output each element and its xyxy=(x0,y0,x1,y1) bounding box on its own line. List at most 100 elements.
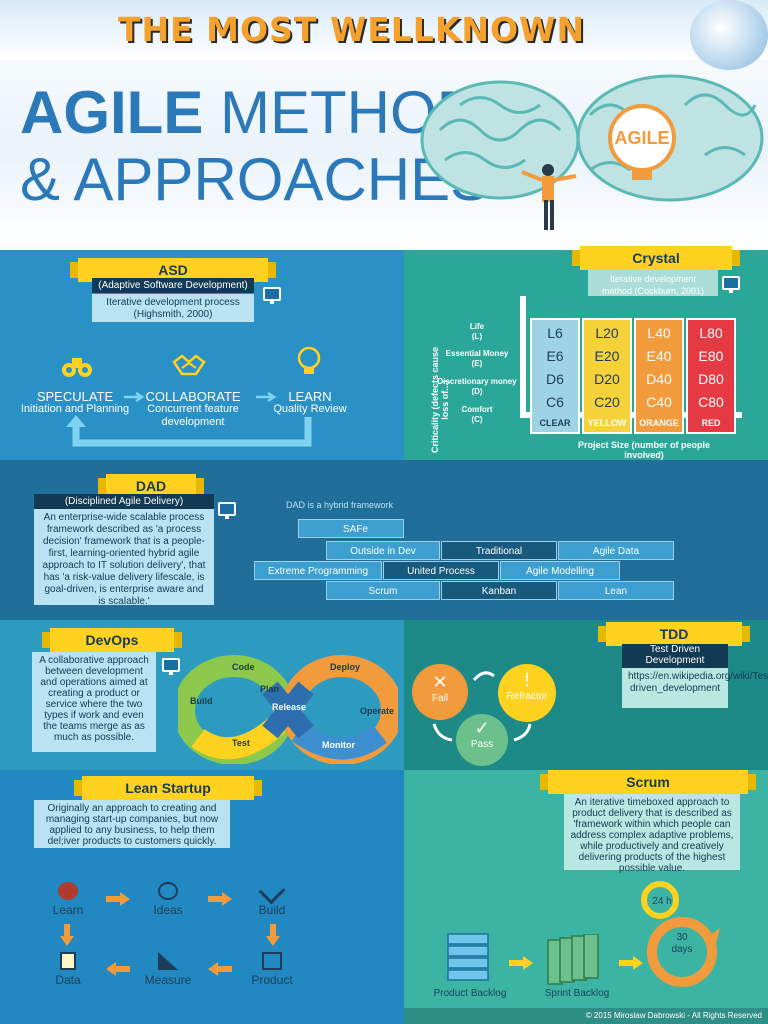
lightbulb-icon xyxy=(158,882,178,900)
sprint-length-value: 30 xyxy=(676,932,688,943)
tools-icon xyxy=(258,877,286,905)
lean-measure: Measure xyxy=(136,948,200,990)
crystal-column-label: ORANGE xyxy=(639,418,679,428)
arrow-down-icon xyxy=(60,924,74,946)
ruler-icon xyxy=(158,952,178,970)
crystal-cell: C20 xyxy=(594,394,620,410)
asd-step-detail: Quality Review xyxy=(273,403,347,415)
devops-stage-code: Code xyxy=(232,662,255,672)
devops-title: DevOps xyxy=(42,628,182,652)
crystal-column-orange xyxy=(634,318,684,434)
brain-folds-left xyxy=(438,96,562,169)
sprint-backlog-icon xyxy=(547,934,599,985)
arrow-right-icon xyxy=(106,892,130,906)
check-icon: ✓ xyxy=(474,718,490,738)
curved-arrow-icon xyxy=(432,723,453,742)
row-code: (D) xyxy=(471,387,483,396)
lean-description: Originally an approach to creating and m… xyxy=(34,800,230,848)
crystal-cell: D6 xyxy=(546,371,564,387)
framework-outside-in-dev: Outside in Dev xyxy=(326,541,440,560)
devops-stage-test: Test xyxy=(232,738,250,748)
lean-ideas: Ideas xyxy=(136,878,200,920)
header: THE MOST WELLKNOWN AGILE METHODS & APPRO… xyxy=(0,0,768,250)
lean-learn: Learn xyxy=(36,878,100,920)
product-backlog-label: Product Backlog xyxy=(433,988,507,999)
asd-step-name: SPECULATE xyxy=(36,389,114,404)
tdd-pass-label: Pass xyxy=(470,739,494,750)
dad-panel: DAD (Disciplined Agile Delivery) An ente… xyxy=(0,460,768,620)
crystal-title: Crystal xyxy=(572,246,740,270)
handshake-icon xyxy=(172,354,206,376)
crystal-cell: E40 xyxy=(646,348,672,364)
devops-loop-release xyxy=(262,681,314,739)
title-bold-word: AGILE xyxy=(20,79,204,146)
crystal-cell: L20 xyxy=(595,325,619,341)
row-name: Comfort xyxy=(461,405,493,414)
crystal-cell: D80 xyxy=(698,371,724,387)
crystal-column-yellow xyxy=(582,318,632,434)
arrow-left-icon xyxy=(106,962,130,976)
crystal-y-axis-line xyxy=(520,296,526,416)
row-name: Essential Money xyxy=(445,349,509,358)
lean-data: Data xyxy=(36,948,100,990)
copyright-text: © 2015 Miroslaw Dabrowski - All Rights R… xyxy=(585,1011,762,1020)
asd-subtitle: (Adaptive Software Development) xyxy=(92,278,254,293)
row-code: (C) xyxy=(471,415,483,424)
daily-cycle-label: 24 h xyxy=(652,896,672,907)
crystal-cell: L80 xyxy=(699,325,723,341)
framework-agile-modelling: Agile Modelling xyxy=(500,561,620,580)
dad-description: An enterprise-wide scalable process fram… xyxy=(34,509,214,607)
crystal-cell: E80 xyxy=(698,348,724,364)
tdd-title: TDD xyxy=(598,622,750,646)
title-top: THE MOST WELLKNOWN xyxy=(118,10,586,49)
brain-icon xyxy=(58,882,78,900)
sprint-backlog-label: Sprint Backlog xyxy=(544,988,610,999)
footer-bar: © 2015 Miroslaw Dabrowski - All Rights R… xyxy=(404,1008,768,1024)
asd-step-speculate: SPECULATE Initiation and Planning xyxy=(20,390,130,416)
tdd-pass: ✓ Pass xyxy=(456,714,508,766)
monitor-icon xyxy=(722,276,740,293)
asd-step-learn: LEARN Quality Review xyxy=(255,390,365,416)
crystal-description: Iterative development method (Cockburn, … xyxy=(588,270,718,296)
binoculars-icon xyxy=(62,358,92,377)
lean-step-label: Learn xyxy=(52,903,84,917)
crystal-cell: D20 xyxy=(594,371,620,387)
box-icon xyxy=(262,952,282,970)
lean-step-label: Data xyxy=(55,973,81,987)
row-name: Life xyxy=(469,322,485,331)
tdd-refractor: ! Refractor xyxy=(498,664,556,722)
tdd-fail: ✕ Fail xyxy=(412,664,468,720)
crystal-row-essential: Essential Money(E) xyxy=(422,349,532,369)
curved-arrow-icon xyxy=(513,723,532,742)
crystal-panel: Crystal Iterative development method (Co… xyxy=(404,246,768,485)
framework-extreme-programming: Extreme Programming xyxy=(254,561,382,580)
monitor-icon xyxy=(263,287,281,304)
dad-hybrid-label: DAD is a hybrid framework xyxy=(286,500,394,510)
row-code: (L) xyxy=(471,332,483,341)
lean-build: Build xyxy=(240,877,304,920)
crystal-cell: E20 xyxy=(594,348,620,364)
lightbulb-icon xyxy=(297,346,321,374)
framework-kanban: Kanban xyxy=(441,581,557,600)
crystal-row-discretionary: Discretionary money(D) xyxy=(422,377,532,397)
scrum-title: Scrum xyxy=(540,770,756,794)
devops-stage-release: Release xyxy=(272,702,307,712)
crystal-cell: D40 xyxy=(646,371,672,387)
devops-description: A collaborative approach between develop… xyxy=(32,652,156,752)
arrow-right-icon xyxy=(208,892,232,906)
header-sky xyxy=(0,0,768,60)
exclamation-icon: ! xyxy=(524,670,530,690)
row-code: (E) xyxy=(471,359,483,368)
arrow-right-icon xyxy=(619,956,643,970)
crystal-column-label: RED xyxy=(701,418,721,428)
dad-subtitle: (Disciplined Agile Delivery) xyxy=(34,494,214,509)
lean-product: Product xyxy=(240,948,304,990)
crystal-column-label: YELLOW xyxy=(587,418,627,428)
crystal-row-comfort: Comfort(C) xyxy=(422,405,532,425)
framework-agile-data: Agile Data xyxy=(558,541,674,560)
lean-step-label: Build xyxy=(258,903,286,917)
monitor-icon xyxy=(162,658,180,675)
asd-step-name: LEARN xyxy=(288,389,332,404)
crystal-row-life: Life(L) xyxy=(422,322,532,342)
title-line-2: & APPROACHES xyxy=(20,146,491,213)
